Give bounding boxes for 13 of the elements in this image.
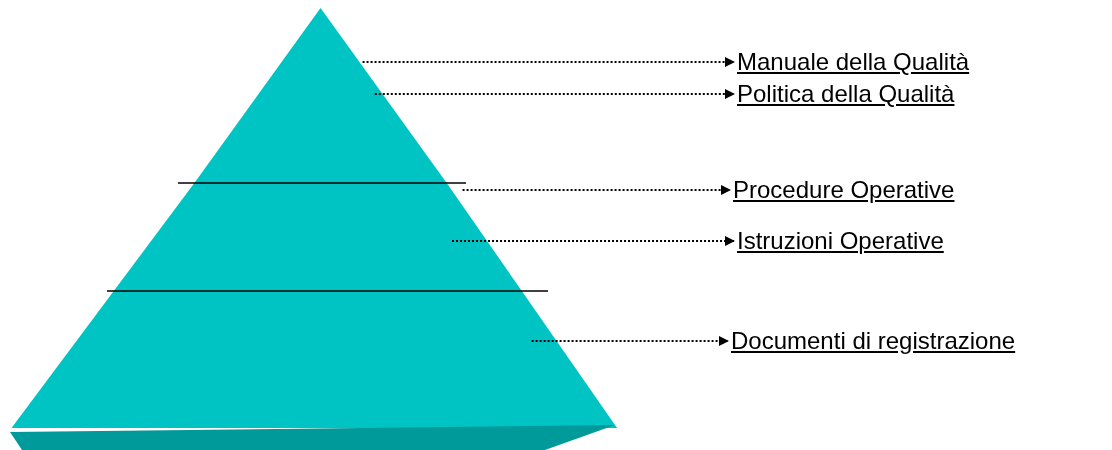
leader-arrow <box>373 89 735 99</box>
document-label: Manuale della Qualità <box>737 48 970 76</box>
pyramid-middle-tier <box>113 183 522 291</box>
document-label: Politica della Qualità <box>737 80 955 108</box>
leader-arrow <box>530 336 729 346</box>
document-label: Procedure Operative <box>733 176 955 204</box>
leader-arrow <box>361 57 735 67</box>
pyramid-top-tier <box>194 8 447 183</box>
leader-arrow <box>451 236 735 246</box>
document-label: Documenti di registrazione <box>731 327 1016 355</box>
document-label: Istruzioni Operative <box>737 227 944 255</box>
leader-arrow <box>461 185 731 195</box>
pyramid-bottom-tier <box>10 291 618 450</box>
